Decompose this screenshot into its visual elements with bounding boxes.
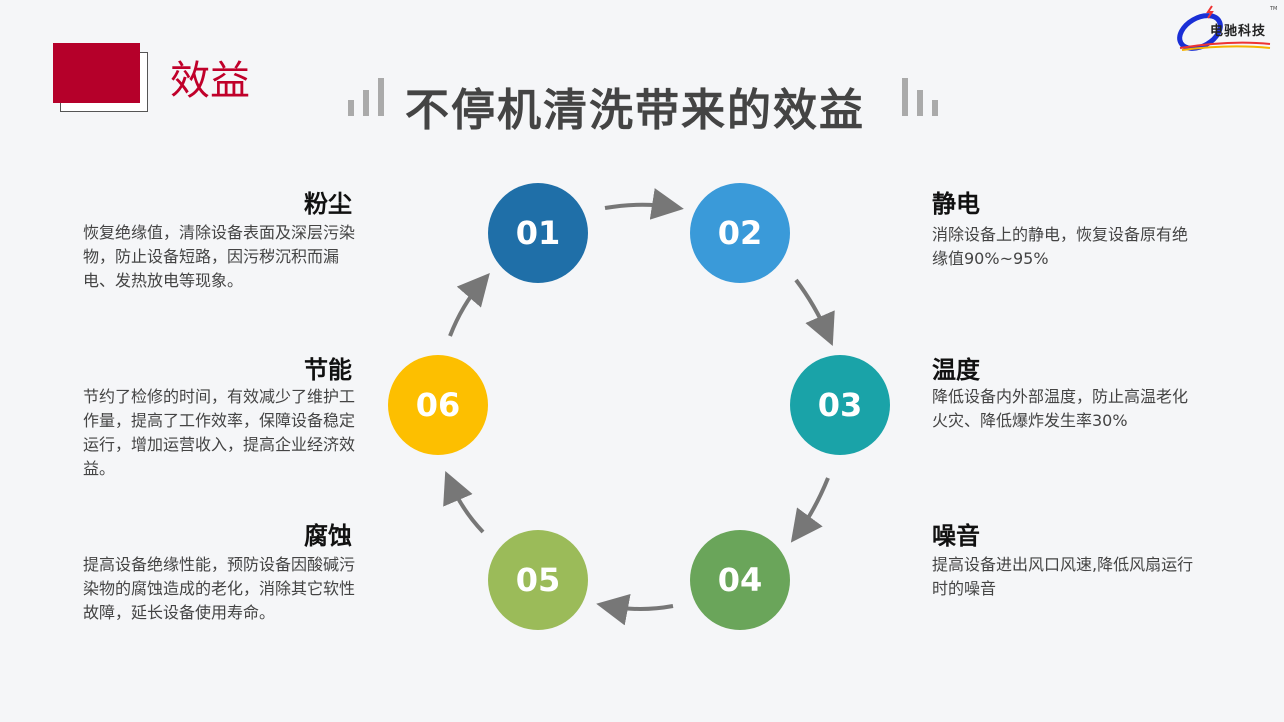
logo-tm: TM	[1270, 6, 1278, 12]
text-noise: 提高设备进出风口风速,降低风扇运行时的噪音	[932, 555, 1194, 598]
heading-dust: 粉尘	[304, 190, 352, 218]
step-circle-03: 03	[790, 355, 890, 455]
arrow-01-02	[604, 188, 684, 220]
title-deco-bar	[917, 90, 923, 116]
text-static: 消除设备上的静电，恢复设备原有绝缘值90%~95%	[932, 225, 1189, 268]
step-circle-04: 04	[690, 530, 790, 630]
heading-static: 静电	[932, 190, 980, 218]
arrow-05-06	[443, 470, 485, 534]
page-title: 不停机清洗带来的效益	[405, 85, 865, 136]
arrow-02-03	[794, 278, 835, 347]
step-circle-05: 05	[488, 530, 588, 630]
title-deco-bar	[932, 100, 938, 116]
logo-swoosh-icon	[1177, 5, 1271, 51]
text-corrosion: 提高设备绝缘性能，预防设备因酸碱污染物的腐蚀造成的老化，消除其它软性故障，延长设…	[83, 555, 356, 622]
title-deco-bar	[363, 90, 369, 116]
arrow-06-01	[448, 272, 490, 337]
title-deco-bar	[348, 100, 354, 116]
company-logo: 电驰科技 TM	[1170, 4, 1280, 52]
heading-temperature: 温度	[932, 356, 980, 384]
heading-energy: 节能	[304, 356, 352, 384]
step-circle-02: 02	[690, 183, 790, 283]
heading-corrosion: 腐蚀	[304, 522, 352, 550]
text-dust: 恢复绝缘值，清除设备表面及深层污染物，防止设备短路，因污秽沉积而漏电、发热放电等…	[83, 223, 356, 290]
text-temperature: 降低设备内外部温度，防止高温老化火灾、降低爆炸发生率30%	[932, 387, 1189, 430]
section-marker	[53, 43, 140, 103]
text-energy: 节约了检修的时间，有效减少了维护工作量，提高了工作效率，保障设备稳定运行，增加运…	[83, 387, 356, 478]
section-title: 效益	[170, 58, 250, 104]
arrow-04-05	[596, 593, 674, 626]
step-circle-06: 06	[388, 355, 488, 455]
title-deco-bar	[902, 78, 908, 116]
arrow-03-04	[790, 477, 830, 543]
heading-noise: 噪音	[932, 522, 980, 550]
title-deco-bar	[378, 78, 384, 116]
step-circle-01: 01	[488, 183, 588, 283]
logo-text: 电驰科技	[1210, 24, 1267, 39]
